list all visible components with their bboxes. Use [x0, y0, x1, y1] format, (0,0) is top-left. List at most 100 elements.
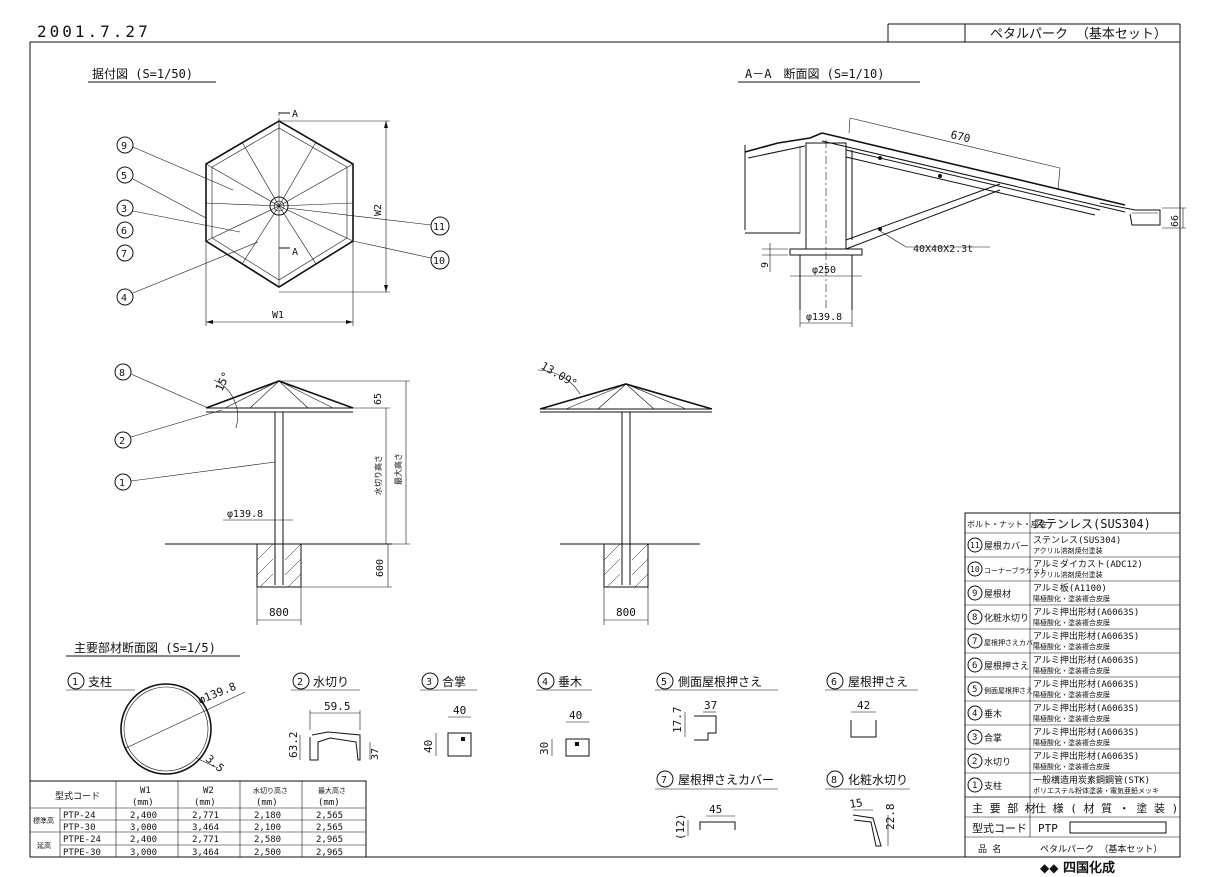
elev1-callout-8: 8 — [114, 363, 209, 409]
member-5-dim-h: 17.7 — [671, 707, 684, 734]
member-4-name: 垂木 — [558, 675, 582, 689]
size-table: 型式コード W1 W2 水切り高さ 最大高さ (mm) (mm) (mm) (m… — [29, 780, 367, 858]
svg-text:3: 3 — [121, 204, 127, 215]
elev1-callout-2: 2 — [114, 409, 223, 449]
elev1-dim-pipe: φ139.8 — [227, 509, 263, 520]
section-dim-pipe: φ139.8 — [806, 312, 842, 323]
plan-view: 据付図 (S=1/50) A A — [88, 67, 450, 326]
member-8-decorative-watercut: 8 化粧水切り 15 22.8 — [825, 770, 910, 847]
part-finish: 陽極酸化・塗装複合皮膜 — [1033, 594, 1110, 603]
part-finish: 陽極酸化・塗装複合皮膜 — [1033, 618, 1110, 627]
part-finish: 陽極酸化・塗装複合皮膜 — [1033, 762, 1110, 771]
part-number-circle — [967, 561, 983, 577]
member-7-name: 屋根押さえカバー — [678, 773, 774, 787]
member-5-dim-w: 37 — [704, 699, 717, 712]
svg-text:PTP-30: PTP-30 — [63, 823, 96, 833]
member-2-dim-37: 37 — [370, 748, 381, 760]
plan-dim-w2: W2 — [373, 204, 384, 216]
member-2-watercut: 2 水切り 59.5 63.2 37 — [287, 672, 381, 761]
elev1-dim-800: 800 — [269, 606, 289, 619]
part-material: アルミ押出形材(A6063S) — [1033, 750, 1139, 762]
member-1-post: 1 支柱 φ139.8 3.5 — [66, 672, 246, 775]
svg-text:7: 7 — [661, 775, 667, 786]
part-material: ステンレス(SUS304) — [1033, 535, 1121, 546]
svg-text:8: 8 — [831, 775, 837, 786]
svg-text:1: 1 — [72, 677, 78, 688]
member-6-roof-holder: 6 屋根押さえ 42 — [825, 672, 918, 738]
part-name: 垂木 — [984, 708, 1002, 720]
member-3-gassho: 3 合掌 40 40 — [420, 672, 477, 757]
svg-text:2,771: 2,771 — [192, 835, 219, 845]
part-material: アルミ押出形材(A6063S) — [1033, 606, 1139, 618]
part-number-circle — [967, 657, 983, 673]
size-th-w1: W1 — [140, 786, 151, 796]
svg-text:2,771: 2,771 — [192, 811, 219, 821]
svg-text:1: 1 — [119, 478, 125, 489]
svg-text:3,464: 3,464 — [192, 823, 219, 833]
svg-text:8: 8 — [119, 368, 125, 379]
part-number: 5 — [972, 685, 977, 695]
svg-text:3: 3 — [426, 677, 432, 688]
part-number-circle — [967, 753, 983, 769]
part-number-circle — [967, 681, 983, 697]
part-name: 屋根材 — [984, 588, 1011, 600]
header-product-title: ペタルパーク （基本セット） — [990, 27, 1167, 42]
part-finish: 陽極酸化・塗装複合皮膜 — [1033, 714, 1110, 723]
svg-text:9: 9 — [121, 141, 127, 152]
part-number: 9 — [972, 589, 977, 599]
drawing-date: 2001.7.27 — [37, 22, 151, 41]
part-material: 一般構造用炭素鋼鋼管(STK) — [1033, 774, 1150, 786]
part-name: 合掌 — [984, 732, 1002, 744]
svg-text:PTPE-24: PTPE-24 — [63, 835, 101, 845]
member-8-dim-h: 22.8 — [884, 804, 897, 831]
parts-header-spec: 仕 様 ( 材 質 ・ 塗 装 ) — [1035, 801, 1178, 815]
svg-text:2,565: 2,565 — [316, 811, 343, 821]
svg-text:2,965: 2,965 — [316, 835, 343, 845]
svg-text:2,400: 2,400 — [130, 835, 157, 845]
svg-text:7: 7 — [121, 249, 127, 260]
part-number-circle — [967, 729, 983, 745]
section-dim-670: 670 — [949, 128, 971, 145]
plan-callout-7: 7 — [116, 244, 134, 262]
svg-text:11: 11 — [433, 222, 445, 233]
parts-name-value: ペタルパーク （基本セット） — [1040, 843, 1162, 855]
elev2-dim-800: 800 — [616, 606, 636, 619]
svg-text:4: 4 — [542, 677, 548, 688]
part-finish: 陽極酸化・塗装複合皮膜 — [1033, 642, 1110, 651]
size-th-max: 最大高さ — [318, 786, 346, 795]
size-group-extended: 延高 — [37, 841, 51, 850]
part-name: 屋根カバー — [984, 540, 1029, 552]
company-logo: ◆◆ 四国化成 — [1040, 857, 1160, 875]
svg-text:3,000: 3,000 — [130, 823, 157, 833]
svg-text:10: 10 — [433, 256, 445, 267]
part-name: コーナーブラケット — [984, 566, 1047, 575]
svg-text:PTPE-30: PTPE-30 — [63, 848, 101, 858]
section-dim-9: 9 — [760, 262, 771, 268]
section-dim-66: 66 — [1170, 215, 1181, 227]
member-sections: 主要部材断面図 (S=1/5) 1 支柱 φ139.8 3.5 2 水切り 59… — [66, 640, 918, 847]
part-number: 10 — [970, 565, 980, 574]
svg-text:PTP-24: PTP-24 — [63, 811, 96, 821]
size-th-w2: W2 — [203, 786, 214, 796]
svg-text:3,464: 3,464 — [192, 848, 219, 858]
member-5-side-roof-holder: 5 側面屋根押さえ 37 17.7 — [655, 672, 778, 741]
member-1-dim-dia: φ139.8 — [196, 680, 238, 707]
part-name: 化粧水切り — [984, 612, 1029, 624]
part-number-circle — [967, 705, 983, 721]
plan-view-title: 据付図 (S=1/50) — [92, 67, 193, 81]
part-number: 4 — [972, 709, 977, 719]
elev1-angle: 15° — [213, 370, 233, 394]
part-name: 屋根押さえカバー — [984, 638, 1040, 647]
elev1-dim-65: 65 — [373, 393, 384, 405]
section-view: A－A 断面図 (S=1/10) 670 — [738, 66, 1186, 327]
svg-text:2: 2 — [119, 436, 125, 447]
company-name: 四国化成 — [1063, 861, 1116, 875]
member-4-dim-h: 30 — [538, 742, 551, 755]
member-7-dim-h: (12) — [674, 814, 687, 841]
svg-text:6: 6 — [121, 226, 127, 237]
